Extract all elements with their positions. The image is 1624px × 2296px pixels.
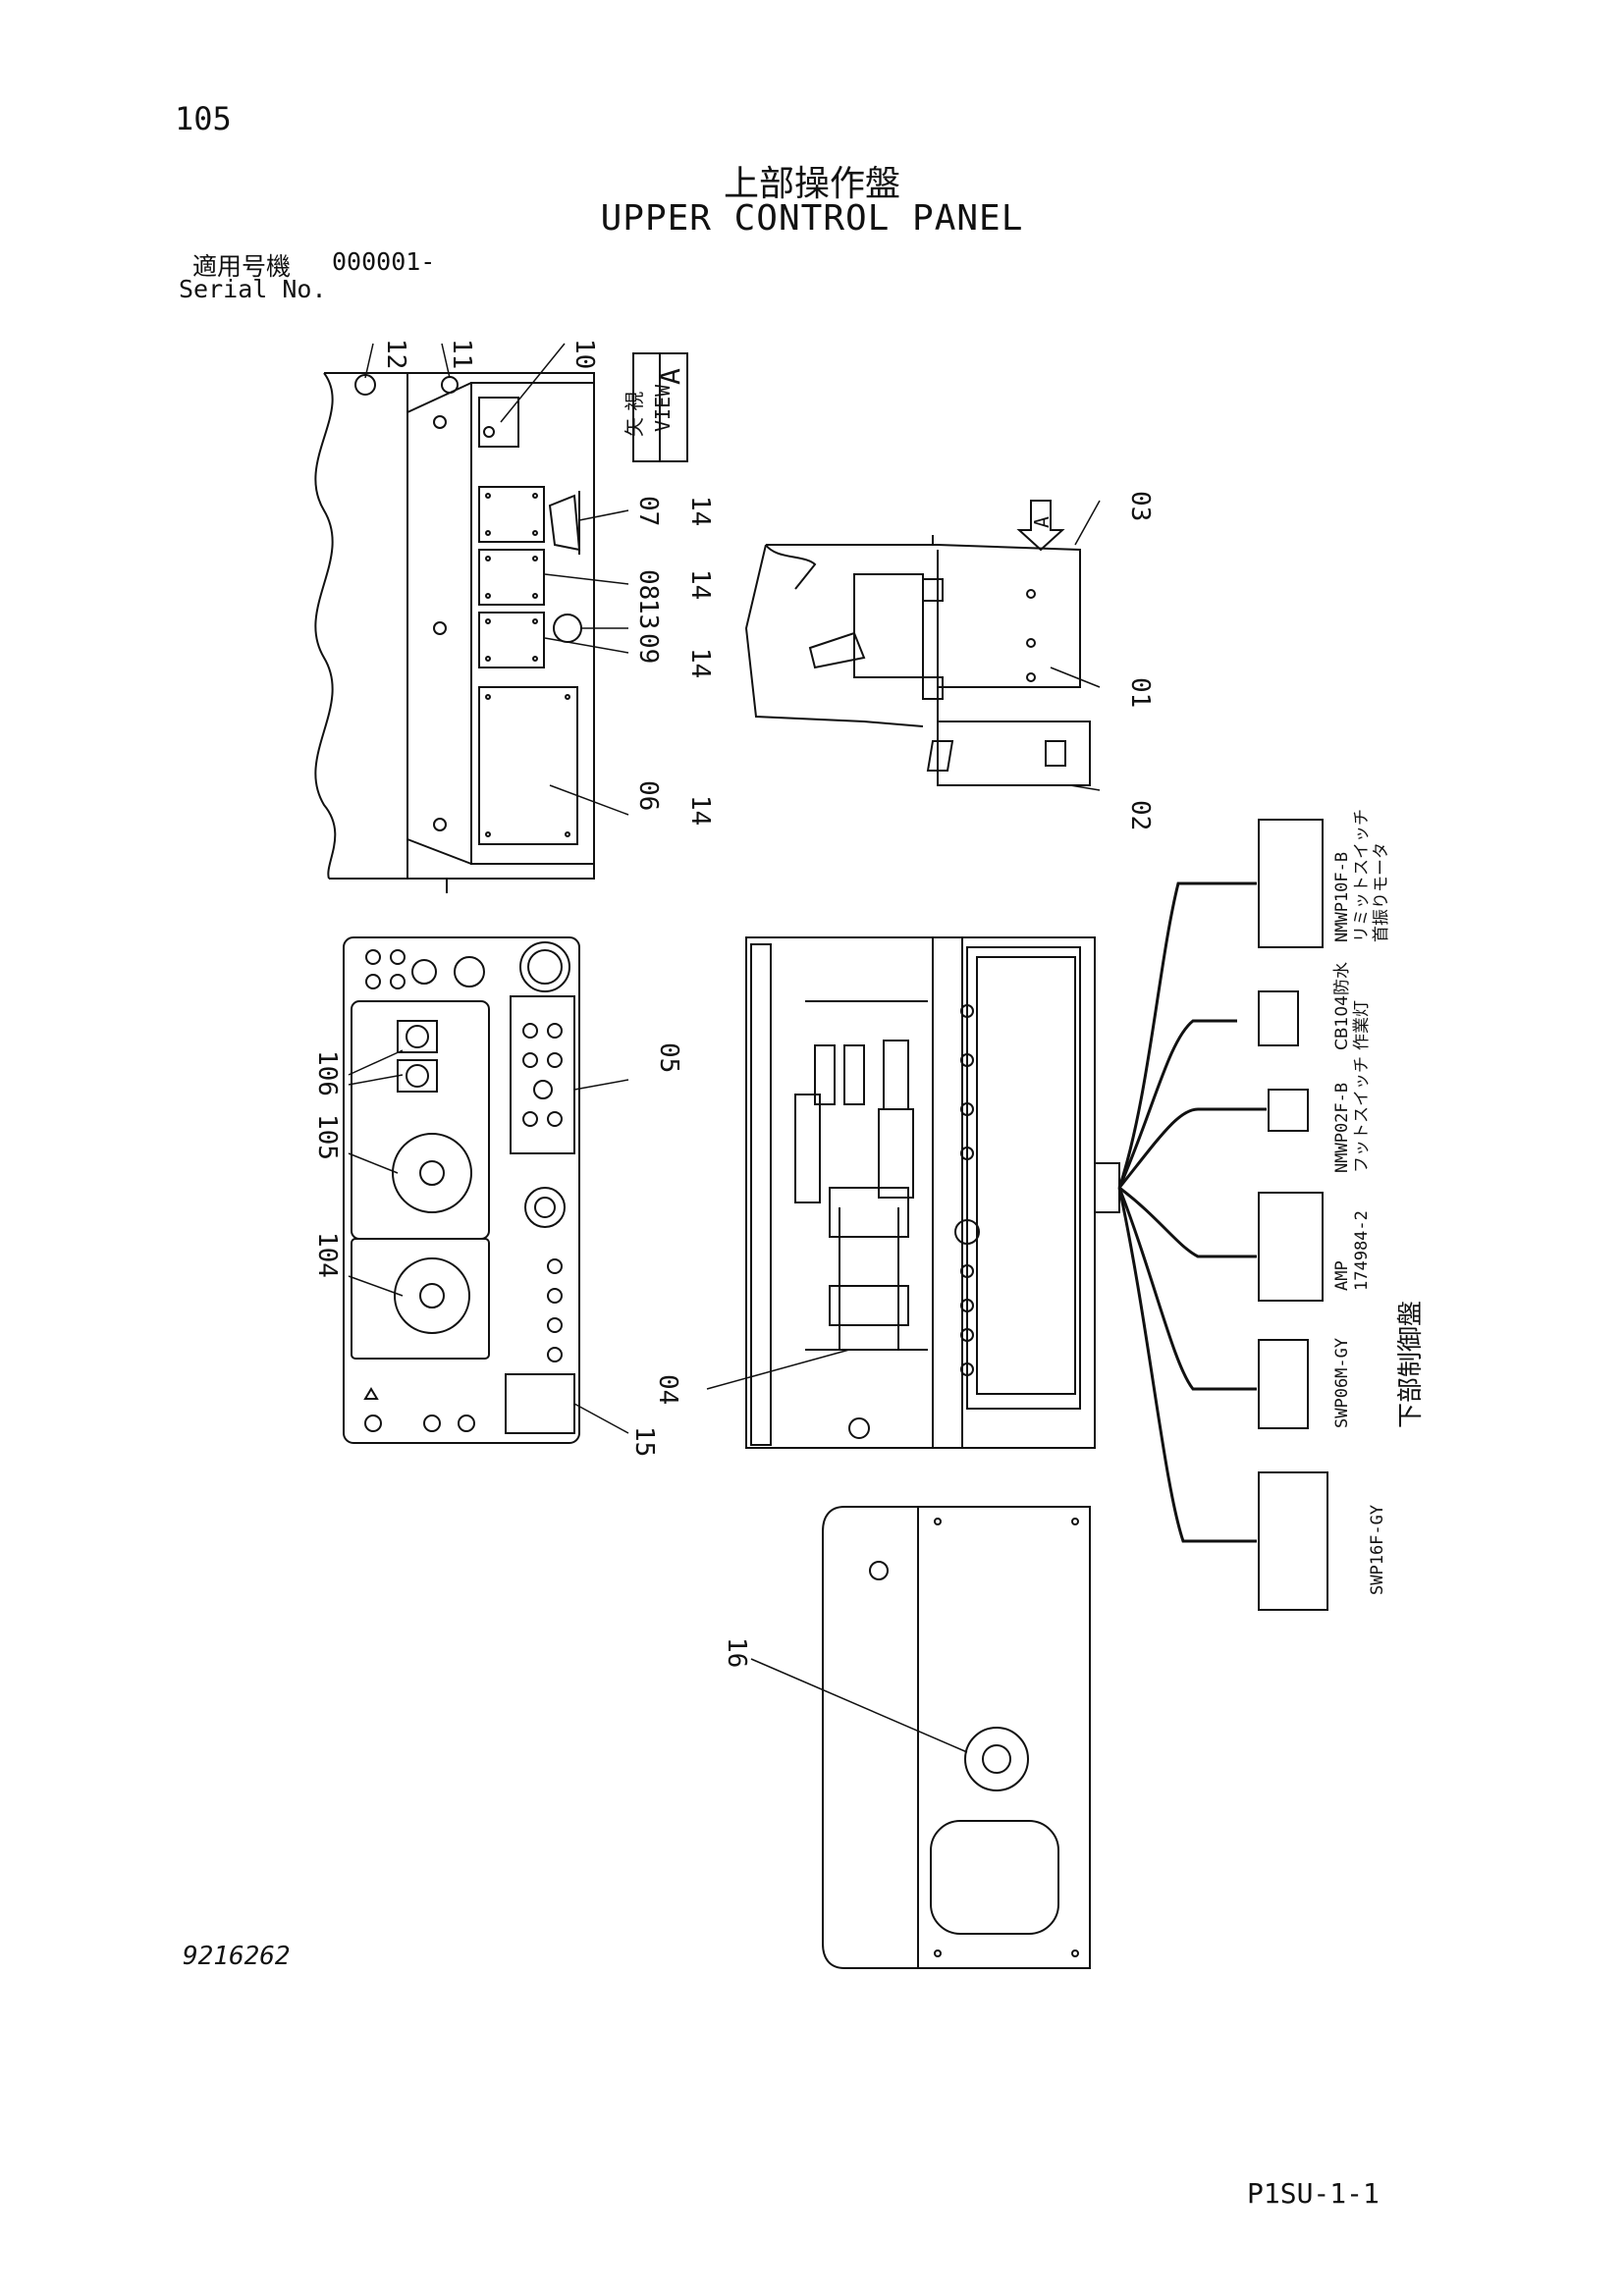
lower-panel-label: 下部制御盤: [1396, 1301, 1426, 1428]
callout-04: 04: [653, 1374, 682, 1405]
callout-12: 12: [381, 339, 410, 369]
connector-6-code: SWP16F-GY: [1368, 1505, 1387, 1595]
cable-harness: [1117, 881, 1267, 1543]
serial-number-value: 000001-: [332, 247, 436, 276]
connector-nmwp02f: [1268, 1089, 1309, 1132]
view-label-jp: 矢 視: [623, 392, 646, 437]
callout-14b: 14: [685, 569, 715, 600]
connector-1-code: NMWP10F-B: [1332, 852, 1352, 942]
connector-3-desc: フットスイッチ: [1352, 1056, 1372, 1173]
page-code: P1SU-1-1: [1247, 2177, 1380, 2210]
callout-16: 16: [722, 1637, 751, 1668]
connector-cb104: [1258, 990, 1299, 1046]
view-arrow-letter: A: [1030, 516, 1054, 528]
drawing-number: 9216262: [183, 1942, 291, 1971]
view-arrow: [1016, 500, 1065, 552]
callout-14a: 14: [685, 496, 715, 526]
callout-104: 104: [312, 1232, 342, 1278]
callout-13: 13: [633, 599, 663, 629]
connector-4-desc: 174984-2: [1352, 1210, 1372, 1291]
callout-01: 01: [1125, 677, 1155, 708]
serial-label-english: Serial No.: [179, 275, 327, 303]
page-number: 105: [175, 100, 232, 137]
connector-nmwp10f: [1258, 819, 1324, 948]
connector-4-code: AMP: [1332, 1260, 1352, 1291]
callout-105: 105: [312, 1114, 342, 1160]
page-title-english: UPPER CONTROL PANEL: [600, 198, 1024, 239]
side-view-upper: [744, 535, 1091, 786]
view-label-en: VIEW: [651, 384, 675, 432]
callout-06: 06: [633, 780, 663, 811]
callout-02: 02: [1125, 800, 1155, 830]
leader-lines: [348, 343, 1101, 1753]
callout-08: 08: [633, 569, 663, 600]
view-label-letter: A: [654, 368, 686, 385]
page-title-japanese: 上部操作盤: [723, 164, 900, 204]
panel-interior: [745, 936, 1120, 1449]
connector-amp: [1258, 1192, 1324, 1302]
connector-1-desc: リミットスイッチ: [1352, 809, 1372, 942]
callout-10: 10: [569, 339, 599, 369]
connector-3-code: NMWP02F-B: [1332, 1083, 1352, 1173]
callout-15: 15: [629, 1426, 659, 1457]
callout-05: 05: [654, 1042, 683, 1073]
callout-03: 03: [1125, 491, 1155, 521]
view-a-panel: [314, 372, 595, 893]
connector-swp06m: [1258, 1339, 1309, 1429]
callout-09: 09: [633, 633, 663, 664]
callout-14c: 14: [685, 648, 715, 678]
operator-panel-front: [343, 936, 580, 1444]
connector-5-code: SWP06M-GY: [1332, 1338, 1352, 1428]
connector-2-code: CB104防水: [1332, 962, 1352, 1050]
connector-swp16f: [1258, 1471, 1328, 1611]
callout-106: 106: [312, 1050, 342, 1096]
callout-11: 11: [447, 339, 476, 369]
callout-14d: 14: [685, 795, 715, 826]
connector-2-desc: 作業灯: [1352, 1000, 1372, 1050]
connector-1-desc2: 首振りモータ: [1372, 842, 1391, 942]
callout-07: 07: [633, 496, 663, 526]
lower-cover: [822, 1506, 1091, 1969]
serial-label-japanese: 適用号機: [192, 252, 292, 281]
